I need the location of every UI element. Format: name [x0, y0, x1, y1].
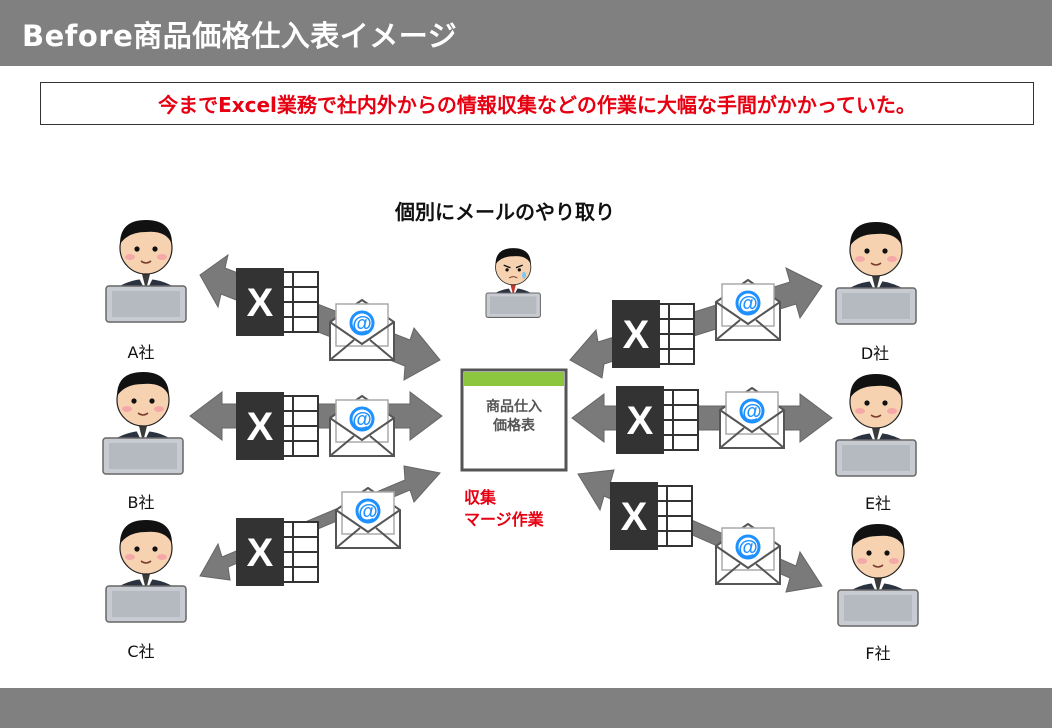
person-company-b: [102, 371, 184, 475]
excel-icon: [235, 391, 319, 461]
company-label-b: B社: [127, 493, 155, 512]
price-sheet-header: [464, 372, 564, 386]
company-label-a: A社: [127, 343, 155, 362]
person-company-e: [835, 373, 917, 477]
merge-label: 収集 マージ作業: [464, 487, 544, 531]
price-sheet-label-line1: 商品仕入: [486, 399, 542, 415]
header-bar: Before商品価格仕入表イメージ: [0, 0, 1052, 66]
page-title: Before商品価格仕入表イメージ: [22, 19, 458, 53]
mail-envelope-icon: [334, 486, 402, 550]
note-text: 今までExcel業務で社内外からの情報収集などの作業に大幅な手間がかかっていた。: [158, 93, 916, 117]
company-label-d: D社: [860, 344, 890, 363]
merge-label-line1: 収集: [464, 488, 497, 507]
excel-icon: [615, 385, 699, 455]
person-company-c: [105, 519, 187, 623]
mail-envelope-icon: [714, 522, 782, 586]
mail-envelope-icon: [328, 394, 396, 458]
excel-icon: [611, 299, 695, 369]
company-label-f: F社: [865, 644, 891, 663]
person-company-f: [837, 523, 919, 627]
arrow-e: [571, 393, 833, 443]
mail-envelope-icon: [714, 278, 782, 342]
arrow-d: [569, 267, 823, 379]
excel-icon: [235, 267, 319, 337]
excel-icon: [235, 517, 319, 587]
person-center: [485, 248, 541, 318]
footer-bar: [0, 688, 1052, 728]
mail-envelope-icon: [328, 298, 396, 362]
mail-envelope-icon: [718, 386, 786, 450]
price-sheet-label-line2: 価格表: [493, 418, 535, 434]
person-company-a: [105, 219, 187, 323]
merge-label-line2: マージ作業: [464, 510, 544, 529]
company-label-e: E社: [864, 494, 892, 513]
price-sheet: [460, 368, 568, 472]
diagram-title: 個別にメールのやり取り: [395, 200, 615, 224]
excel-icon: [609, 481, 693, 551]
company-label-c: C社: [127, 642, 155, 661]
price-sheet-label: 商品仕入 価格表: [466, 398, 562, 436]
note-box: 今までExcel業務で社内外からの情報収集などの作業に大幅な手間がかかっていた。: [40, 82, 1034, 125]
person-company-d: [835, 221, 917, 325]
